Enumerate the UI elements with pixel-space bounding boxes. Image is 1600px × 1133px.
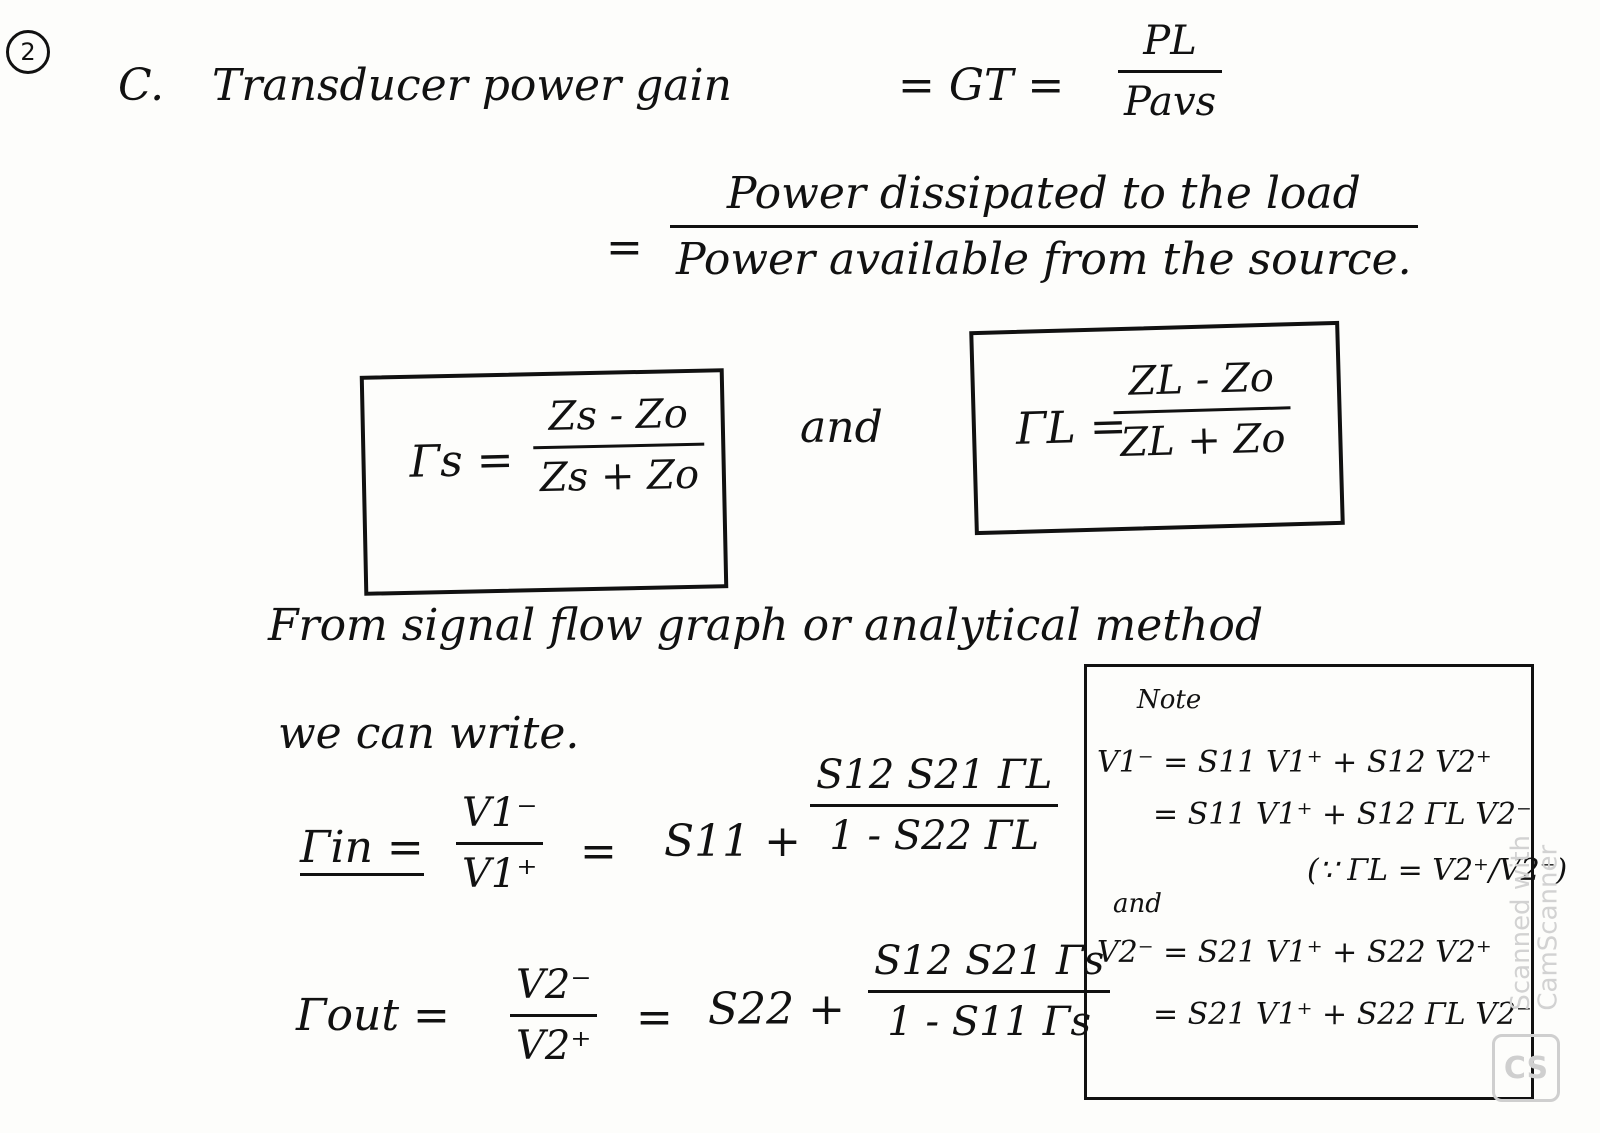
page-number-badge: 2 (6, 30, 50, 74)
gamma-in-numerator: S12 S21 ΓL (816, 752, 1053, 798)
gamma-out-ratio: V2⁻ V2⁺ (510, 962, 598, 1069)
gamma-out-lhs: Γout = (296, 990, 450, 1041)
gamma-in-lhs: Γin = (300, 822, 424, 876)
gamma-in-ratio-numerator: V1⁻ (462, 790, 538, 836)
fraction-bar (1113, 406, 1291, 415)
heading-ratio-numerator: PL (1143, 18, 1197, 64)
gamma-in-fraction: S12 S21 ΓL 1 - S22 ΓL (810, 752, 1059, 859)
fraction-bar (670, 225, 1418, 228)
gamma-s-numerator: Zs - Zo (548, 390, 689, 440)
gamma-out-equals: = (636, 992, 673, 1043)
heading-symbol: = GT = (898, 60, 1065, 111)
fraction-bar (533, 442, 705, 450)
gamma-out-term: S22 + (708, 984, 845, 1035)
fraction-bar (1118, 70, 1223, 73)
note-line-4: V2⁻ = S21 V1⁺ + S22 V2⁺ (1097, 935, 1492, 970)
and-word: and (800, 402, 883, 453)
gamma-in-term: S11 + (664, 816, 801, 867)
gamma-s-fraction: Zs - Zo Zs + Zo (532, 391, 705, 502)
gamma-in-denominator: 1 - S22 ΓL (829, 813, 1040, 859)
gamma-l-numerator: ZL - Zo (1128, 354, 1275, 405)
note-line-1: V1⁻ = S11 V1⁺ + S12 V2⁺ (1097, 745, 1492, 780)
definition-equals: = (606, 222, 643, 273)
scanner-watermark: Scanned with CamScanner (1506, 835, 1564, 1011)
fraction-bar (510, 1014, 598, 1017)
gamma-in-ratio: V1⁻ V1⁺ (456, 790, 544, 897)
fraction-bar (456, 842, 544, 845)
gamma-out-denominator: 1 - S11 Γs (887, 999, 1091, 1045)
gamma-s-denominator: Zs + Zo (539, 451, 700, 502)
camscanner-logo: CS (1492, 1034, 1560, 1102)
gamma-out-fraction: S12 S21 Γs 1 - S11 Γs (868, 938, 1111, 1045)
fraction-bar (810, 804, 1059, 807)
definition-fraction: Power dissipated to the load Power avail… (670, 168, 1418, 285)
fraction-bar (868, 990, 1111, 993)
gamma-l-lhs: ΓL = (1015, 400, 1128, 455)
note-line-2: = S11 V1⁺ + S12 ΓL V2⁻ (1153, 797, 1532, 832)
heading-ratio-denominator: Pavs (1124, 79, 1217, 125)
definition-denominator: Power available from the source. (676, 234, 1412, 285)
paragraph-line-2: we can write. (278, 708, 580, 759)
paragraph-line-1: From signal flow graph or analytical met… (268, 600, 1263, 651)
watermark-line-1: Scanned with (1506, 835, 1536, 1011)
note-box: Note V1⁻ = S11 V1⁺ + S12 V2⁺ = S11 V1⁺ +… (1084, 664, 1567, 1100)
gamma-s-lhs: Γs = (409, 434, 515, 488)
note-title: Note (1137, 685, 1202, 715)
gamma-l-fraction: ZL - Zo ZL + Zo (1112, 354, 1292, 466)
note-line-5: = S21 V1⁺ + S22 ΓL V2⁻ (1153, 997, 1532, 1032)
gamma-in-ratio-denominator: V1⁺ (462, 851, 538, 897)
gamma-out-ratio-numerator: V2⁻ (516, 962, 592, 1008)
definition-numerator: Power dissipated to the load (726, 168, 1361, 219)
gamma-out-ratio-denominator: V2⁺ (516, 1023, 592, 1069)
gamma-in-equals: = (580, 826, 617, 877)
gamma-s-box: Γs = Zs - Zo Zs + Zo (359, 368, 729, 596)
heading-ratio: PL Pavs (1118, 18, 1223, 125)
camscanner-logo-text: CS (1503, 1050, 1549, 1086)
page-number: 2 (20, 38, 36, 66)
gamma-out-numerator: S12 S21 Γs (874, 938, 1105, 984)
note-and: and (1113, 889, 1162, 919)
note-line-3: (∵ ΓL = V2⁺/V2⁻) (1307, 853, 1568, 888)
gamma-l-box: ΓL = ZL - Zo ZL + Zo (969, 320, 1345, 536)
heading-prefix: C. (118, 60, 165, 111)
gamma-l-denominator: ZL + Zo (1119, 415, 1287, 467)
watermark-line-2: CamScanner (1533, 844, 1564, 1011)
heading-text: Transducer power gain (212, 60, 732, 111)
